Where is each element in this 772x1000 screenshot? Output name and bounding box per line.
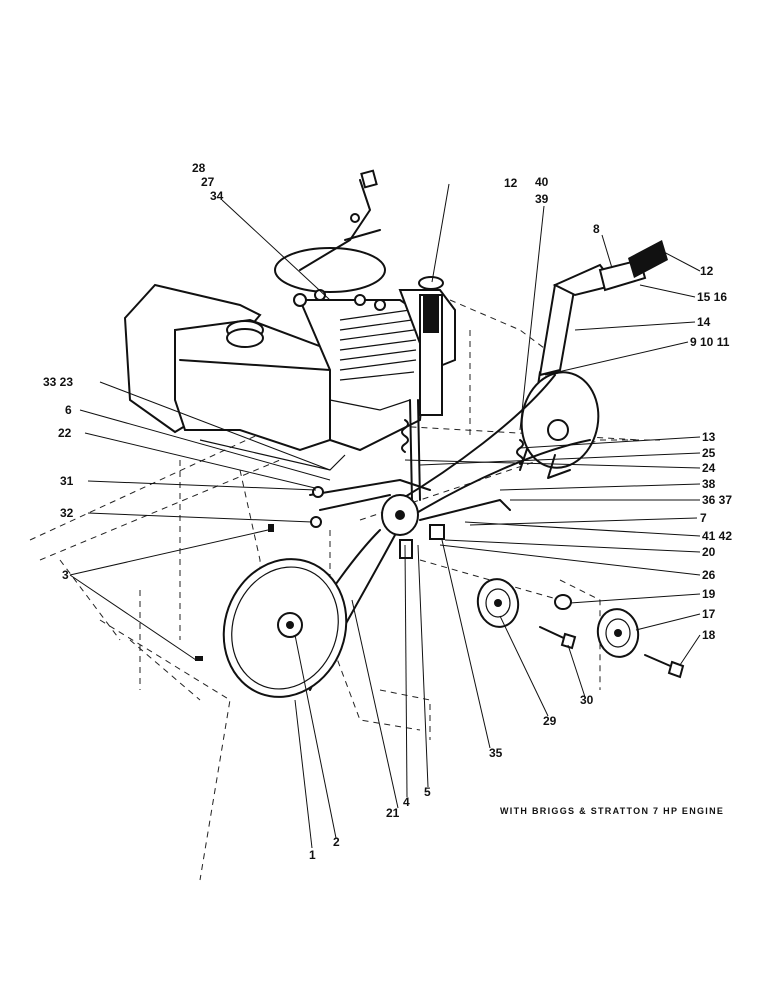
callout-28: 28 — [192, 161, 206, 175]
callout-36-37: 36 37 — [702, 493, 733, 507]
engine-drive-pulley — [309, 479, 511, 540]
callout-22: 22 — [58, 426, 72, 440]
leader-lines — [69, 183, 701, 849]
callout-12-top: 12 — [504, 176, 518, 190]
callout-15-16: 15 16 — [697, 290, 728, 304]
callout-8: 8 — [593, 222, 600, 236]
callout-32: 32 — [60, 506, 74, 520]
callout-30: 30 — [580, 693, 594, 707]
callout-26: 26 — [702, 568, 716, 582]
callout-9-10-11: 9 10 11 — [690, 335, 730, 349]
engine-shroud-shading — [199, 399, 411, 471]
callout-33-23: 33 23 — [43, 375, 74, 389]
engine-fittings — [195, 486, 413, 661]
callout-20: 20 — [702, 545, 716, 559]
exploded-bolt-18 — [644, 654, 685, 679]
exploded-bolt-30 — [539, 626, 577, 650]
callout-38: 38 — [702, 477, 716, 491]
callout-17: 17 — [702, 607, 716, 621]
callout-7: 7 — [700, 511, 707, 525]
callout-35: 35 — [489, 746, 503, 760]
center-handle-post — [409, 276, 444, 501]
callout-1: 1 — [309, 848, 316, 862]
callout-31: 31 — [60, 474, 74, 488]
callout-39: 39 — [535, 192, 549, 206]
callout-27: 27 — [201, 175, 215, 189]
callout-21: 21 — [386, 806, 400, 820]
callout-29: 29 — [543, 714, 557, 728]
callout-3: 3 — [62, 568, 69, 582]
engine-caption: WITH BRIGGS & STRATTON 7 HP ENGINE — [500, 806, 725, 816]
callout-12-handle: 12 — [700, 264, 714, 278]
callout-4: 4 — [403, 795, 410, 809]
large-drive-pulley — [222, 558, 348, 698]
callout-40: 40 — [535, 175, 549, 189]
exploded-spacer-19 — [554, 594, 572, 610]
callout-5: 5 — [424, 785, 431, 799]
callout-19: 19 — [702, 587, 716, 601]
callout-13: 13 — [702, 430, 716, 444]
callout-6: 6 — [65, 403, 72, 417]
callout-24: 24 — [702, 461, 716, 475]
callout-25: 25 — [702, 446, 716, 460]
right-idler-pulley — [520, 371, 600, 479]
exploded-pulley-17 — [596, 608, 640, 658]
callout-34: 34 — [210, 189, 224, 203]
callout-18: 18 — [702, 628, 716, 642]
exploded-pulley-29 — [476, 578, 520, 628]
fuel-tank — [123, 283, 342, 452]
callout-41-42: 41 42 — [702, 529, 733, 543]
callout-14: 14 — [697, 315, 711, 329]
callout-2: 2 — [333, 835, 340, 849]
throttle-control — [299, 169, 381, 271]
